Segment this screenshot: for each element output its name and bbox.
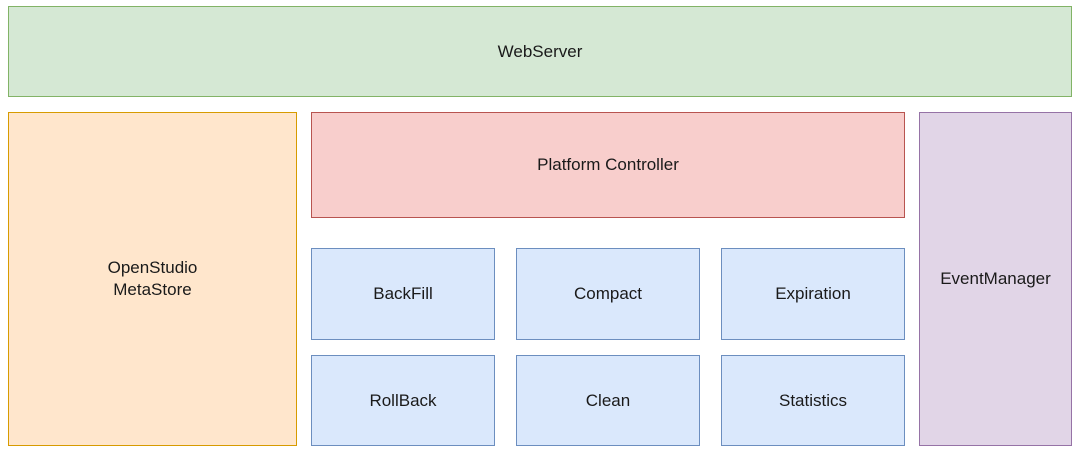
expiration-label: Expiration bbox=[775, 284, 851, 303]
clean-label: Clean bbox=[585, 390, 631, 410]
webserver-label: WebServer bbox=[497, 41, 583, 61]
webserver-box: WebServer bbox=[8, 6, 1072, 97]
platform-controller-label: Platform Controller bbox=[537, 155, 679, 174]
backfill-box: BackFill bbox=[311, 248, 495, 340]
statistics-box: Statistics bbox=[721, 355, 905, 446]
statistics-label: Statistics bbox=[778, 390, 848, 410]
expiration-box: Expiration bbox=[721, 248, 905, 340]
backfill-label: BackFill bbox=[373, 284, 433, 303]
metastore-box: OpenStudio MetaStore bbox=[8, 112, 297, 446]
event-manager-label: EventManager bbox=[940, 269, 1051, 288]
platform-controller-box: Platform Controller bbox=[311, 112, 905, 218]
rollback-label: RollBack bbox=[369, 390, 437, 410]
event-manager-box: EventManager bbox=[919, 112, 1072, 446]
metastore-label: OpenStudio MetaStore bbox=[107, 258, 198, 299]
compact-label: Compact bbox=[573, 284, 643, 303]
compact-box: Compact bbox=[516, 248, 700, 340]
clean-box: Clean bbox=[516, 355, 700, 446]
rollback-box: RollBack bbox=[311, 355, 495, 446]
